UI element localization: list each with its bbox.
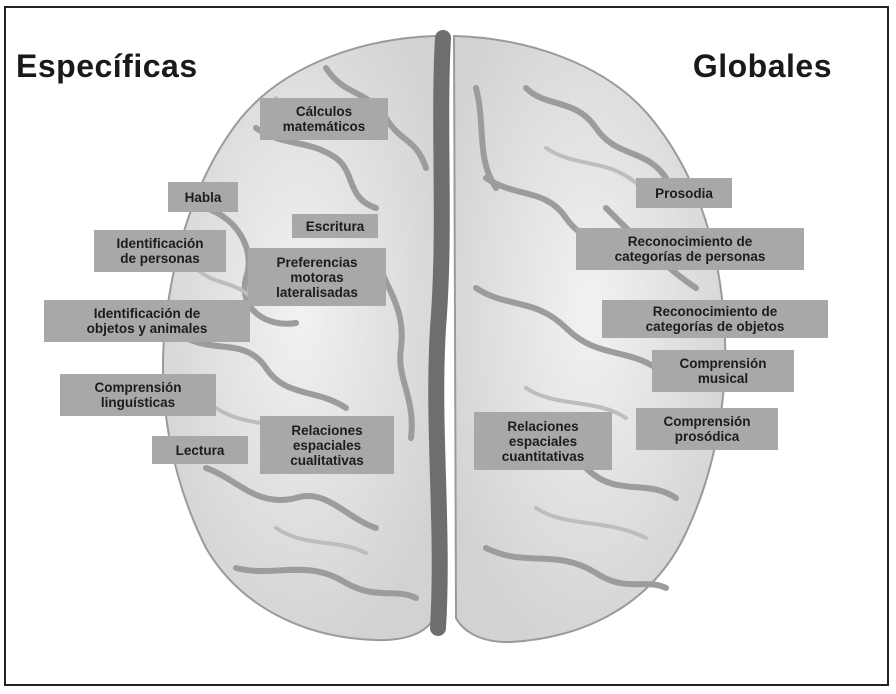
label-relaciones-cuantitativas: Relaciones espaciales cuantitativas — [474, 412, 612, 470]
heading-especificas: Específicas — [16, 48, 198, 85]
figure-frame: Específicas Globales Cálculos matemático… — [4, 6, 889, 686]
label-reconocimiento-objetos: Reconocimiento de categorías de objetos — [602, 300, 828, 338]
label-preferencias-motoras: Preferencias motoras lateralisadas — [248, 248, 386, 306]
label-reconocimiento-personas: Reconocimiento de categorías de personas — [576, 228, 804, 270]
longitudinal-fissure — [436, 38, 443, 628]
label-comprension-linguisticas: Comprensión linguísticas — [60, 374, 216, 416]
label-identificacion-objetos: Identificación de objetos y animales — [44, 300, 250, 342]
label-escritura: Escritura — [292, 214, 378, 238]
label-relaciones-cualitativas: Relaciones espaciales cualitativas — [260, 416, 394, 474]
label-prosodia: Prosodia — [636, 178, 732, 208]
label-calculos-matematicos: Cálculos matemáticos — [260, 98, 388, 140]
label-comprension-musical: Comprensión musical — [652, 350, 794, 392]
brain-illustration — [6, 8, 889, 686]
label-lectura: Lectura — [152, 436, 248, 464]
label-identificacion-personas: Identificación de personas — [94, 230, 226, 272]
label-habla: Habla — [168, 182, 238, 212]
heading-globales: Globales — [693, 48, 832, 85]
label-comprension-prosodica: Comprensión prosódica — [636, 408, 778, 450]
